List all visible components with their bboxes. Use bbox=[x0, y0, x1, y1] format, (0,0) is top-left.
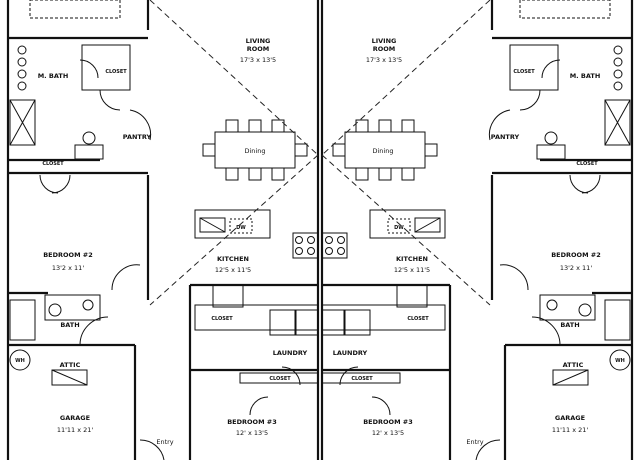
kitchen-dimension: 12'5 x 11'5 bbox=[394, 266, 430, 274]
water-heater-label: WH bbox=[615, 358, 625, 364]
closet-label: CLOSET bbox=[211, 316, 233, 322]
bedroom-2-dimension: 13'2 x 11' bbox=[52, 264, 84, 272]
bath-label: BATH bbox=[560, 321, 579, 329]
closet-label: CLOSET bbox=[576, 161, 598, 167]
closet-label: CLOSET bbox=[269, 376, 291, 382]
bedroom-3-dimension: 12' x 13'5 bbox=[372, 429, 404, 437]
kitchen-label: KITCHEN bbox=[217, 255, 249, 263]
living-room-dimension: 17'3 x 13'5 bbox=[366, 56, 402, 64]
bath-label: BATH bbox=[60, 321, 79, 329]
garage-dimension: 11'11 x 21' bbox=[57, 426, 94, 434]
dishwasher-label: DW bbox=[394, 225, 404, 231]
entry-label: Entry bbox=[466, 438, 483, 446]
water-heater-label: WH bbox=[15, 358, 25, 364]
attic-label: ATTIC bbox=[60, 361, 81, 369]
garage-label: GARAGE bbox=[555, 414, 585, 422]
dishwasher-label: DW bbox=[236, 225, 246, 231]
entry-label: Entry bbox=[156, 438, 173, 446]
living-room-dimension: 17'3 x 13'5 bbox=[240, 56, 276, 64]
bedroom-2-label: BEDROOM #2 bbox=[551, 251, 601, 259]
kitchen-dimension: 12'5 x 11'5 bbox=[215, 266, 251, 274]
master-bath-label: M. BATH bbox=[38, 72, 69, 80]
bedroom-2-dimension: 13'2 x 11' bbox=[560, 264, 592, 272]
living-room-label: LIVING bbox=[246, 37, 271, 45]
closet-label: CLOSET bbox=[351, 376, 373, 382]
laundry-label: LAUNDRY bbox=[273, 349, 308, 357]
bedroom-3-dimension: 12' x 13'5 bbox=[236, 429, 268, 437]
master-bath-label: M. BATH bbox=[570, 72, 601, 80]
garage-label: GARAGE bbox=[60, 414, 90, 422]
pantry-label: PANTRY bbox=[123, 133, 152, 141]
left-unit: LIVING ROOM 17'3 x 13'5 M. BATH CLOSET C… bbox=[8, 0, 318, 460]
attic-label: ATTIC bbox=[563, 361, 584, 369]
dining-label: Dining bbox=[245, 147, 266, 155]
living-room-label-line2: ROOM bbox=[247, 45, 270, 53]
pantry-label: PANTRY bbox=[491, 133, 520, 141]
closet-label: CLOSET bbox=[407, 316, 429, 322]
living-room-label: LIVING bbox=[372, 37, 397, 45]
closet-label: CLOSET bbox=[42, 161, 64, 167]
garage-dimension: 11'11 x 21' bbox=[552, 426, 589, 434]
dining-label: Dining bbox=[373, 147, 394, 155]
bedroom-2-label: BEDROOM #2 bbox=[43, 251, 93, 259]
kitchen-label: KITCHEN bbox=[396, 255, 428, 263]
laundry-label: LAUNDRY bbox=[333, 349, 368, 357]
bedroom-3-label: BEDROOM #3 bbox=[363, 418, 413, 426]
right-unit: LIVING ROOM 17'3 x 13'5 M. BATH CLOSET C… bbox=[322, 0, 632, 460]
living-room-label-line2: ROOM bbox=[373, 45, 396, 53]
bedroom-3-label: BEDROOM #3 bbox=[227, 418, 277, 426]
closet-label: CLOSET bbox=[105, 69, 127, 75]
closet-label: CLOSET bbox=[513, 69, 535, 75]
